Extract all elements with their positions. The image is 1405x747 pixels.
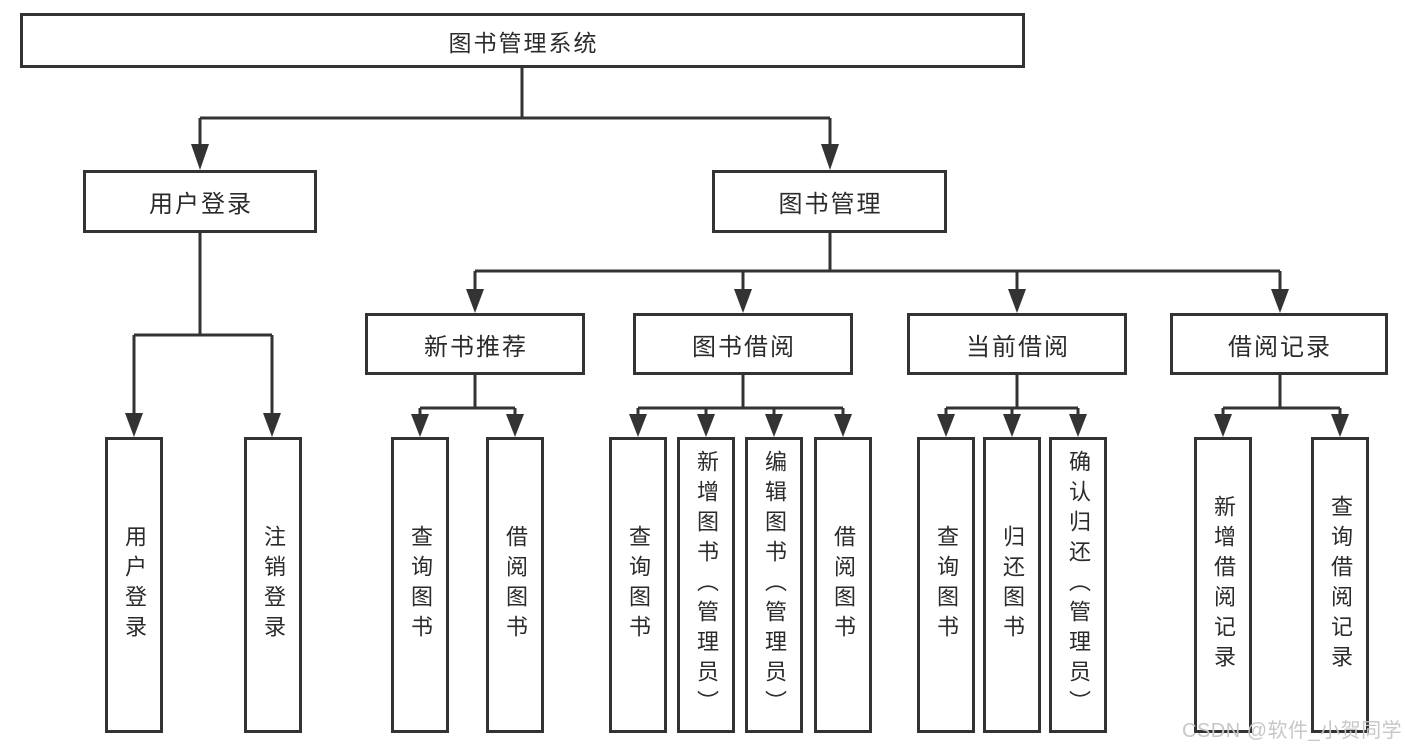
leaf-query-books-borrowing: 查询图书 (609, 437, 667, 733)
node-book-management-label: 图书管理 (778, 191, 883, 218)
node-new-book-recommend-label: 新书推荐 (424, 333, 528, 361)
node-root: 图书管理系统 (20, 13, 1025, 68)
leaf-query-books-recommend: 查询图书 (391, 437, 449, 733)
leaf-query-books-current: 查询图书 (917, 437, 975, 733)
node-borrowing-records: 借阅记录 (1170, 313, 1388, 375)
node-book-borrowing-label: 图书借阅 (692, 333, 796, 361)
leaf-user-login: 用户登录 (105, 437, 163, 733)
leaf-query-books-current-label: 查询图书 (934, 525, 959, 645)
leaf-add-book-admin-label: 新增图书（管理员） (694, 450, 719, 720)
leaf-add-borrow-record-label: 新增借阅记录 (1211, 495, 1236, 675)
leaf-query-books-borrowing-label: 查询图书 (626, 525, 651, 645)
leaf-confirm-return-admin-label: 确认归还（管理员） (1066, 450, 1091, 720)
node-user-login: 用户登录 (83, 170, 317, 233)
watermark: CSDN @软件_小贺同学 (1182, 720, 1403, 742)
leaf-query-borrow-record: 查询借阅记录 (1311, 437, 1369, 733)
leaf-user-login-label: 用户登录 (122, 525, 147, 645)
leaf-borrow-books-recommend: 借阅图书 (486, 437, 544, 733)
leaf-edit-book-admin-label: 编辑图书（管理员） (762, 450, 787, 720)
node-current-borrowing: 当前借阅 (907, 313, 1127, 375)
node-new-book-recommend: 新书推荐 (365, 313, 585, 375)
node-book-management: 图书管理 (712, 170, 947, 233)
leaf-logout: 注销登录 (244, 437, 302, 733)
leaf-add-book-admin: 新增图书（管理员） (677, 437, 735, 733)
leaf-query-borrow-record-label: 查询借阅记录 (1328, 495, 1353, 675)
leaf-return-books: 归还图书 (983, 437, 1041, 733)
node-borrowing-records-label: 借阅记录 (1228, 333, 1332, 361)
leaf-borrow-books-borrowing: 借阅图书 (814, 437, 872, 733)
node-current-borrowing-label: 当前借阅 (966, 333, 1070, 361)
leaf-edit-book-admin: 编辑图书（管理员） (745, 437, 803, 733)
leaf-confirm-return-admin: 确认归还（管理员） (1049, 437, 1107, 733)
leaf-borrow-books-recommend-label: 借阅图书 (503, 525, 528, 645)
node-book-borrowing: 图书借阅 (633, 313, 853, 375)
leaf-return-books-label: 归还图书 (1000, 525, 1025, 645)
leaf-borrow-books-borrowing-label: 借阅图书 (831, 525, 856, 645)
leaf-query-books-recommend-label: 查询图书 (408, 525, 433, 645)
leaf-add-borrow-record: 新增借阅记录 (1194, 437, 1252, 733)
leaf-logout-label: 注销登录 (261, 525, 286, 645)
node-root-label: 图书管理系统 (448, 29, 599, 56)
node-user-login-label: 用户登录 (149, 191, 253, 218)
